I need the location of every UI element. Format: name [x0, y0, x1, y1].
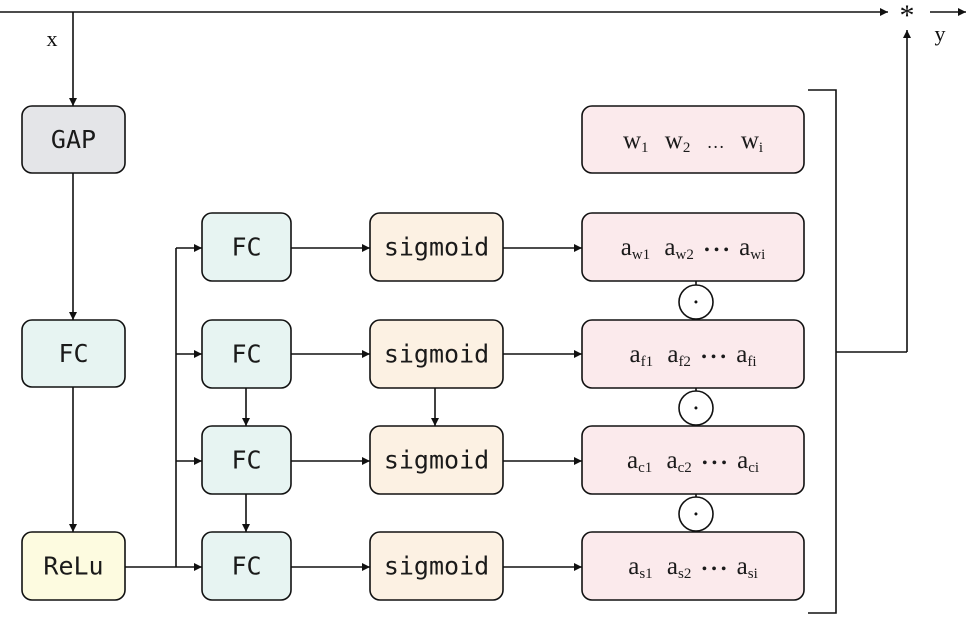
attention-vector-text-2: af1 af2 • • • afi	[629, 341, 756, 372]
sigmoid-block-2: sigmoid	[369, 319, 504, 389]
sigmoid-label-2: sigmoid	[384, 340, 489, 369]
sigmoid-box-3	[369, 425, 504, 495]
attention-vector-box-4	[581, 531, 805, 601]
weight-vector-text: w1 w2 … wi	[623, 127, 763, 158]
attention-term-c1-sub: c1	[638, 460, 652, 476]
attention-vector-box-3	[581, 425, 805, 495]
attention-term-w1-sub: w1	[632, 247, 650, 263]
relu-label: ReLu	[43, 552, 103, 581]
attention-term-ci-sub: ci	[748, 460, 759, 476]
attention-term-f2: a	[667, 341, 678, 368]
dot-product-symbol-1: ·	[692, 288, 701, 317]
attention-vector-block-2: af1 af2 • • • afi	[581, 319, 805, 389]
fc-block-2: FC	[201, 319, 292, 389]
fc-box-2	[201, 319, 292, 389]
gap-block: GAP	[21, 105, 126, 174]
weight-term-2-sub: 2	[683, 140, 691, 156]
weight-term-i: w	[741, 127, 759, 154]
attention-term-si: a	[737, 553, 748, 580]
fc-label-3: FC	[231, 446, 261, 475]
attention-term-w1: a	[621, 234, 632, 261]
attention-term-wi-sub: wi	[750, 247, 765, 263]
dot-product-circle-1	[678, 284, 714, 320]
dot-product-circle-3	[678, 496, 714, 532]
output-label: y	[935, 21, 946, 46]
attention-term-c1: a	[627, 447, 638, 474]
attention-vector-box-2	[581, 319, 805, 389]
fc-block-1: FC	[201, 212, 292, 282]
attention-term-f1-sub: f1	[641, 354, 654, 370]
weight-ellipsis: …	[707, 132, 725, 152]
attention-ellipsis-4: • • •	[702, 561, 727, 578]
attention-term-f2-sub: f2	[678, 354, 691, 370]
attention-term-si-sub: si	[748, 566, 758, 582]
dot-product-node-3: ·	[678, 496, 714, 532]
dot-product-node-1: ·	[678, 284, 714, 320]
attention-ellipsis-2: • • •	[701, 349, 726, 366]
attention-term-c2: a	[667, 447, 678, 474]
attention-term-ci: a	[737, 447, 748, 474]
gap-label: GAP	[51, 125, 96, 154]
attention-ellipsis-1: • • •	[704, 242, 729, 259]
weight-vector-box	[581, 105, 805, 174]
fc-box-1	[201, 212, 292, 282]
attention-term-w2-sub: w2	[676, 247, 694, 263]
attention-vector-box-1	[581, 212, 805, 282]
attention-term-wi: a	[739, 234, 750, 261]
sigmoid-block-1: sigmoid	[369, 212, 504, 282]
weight-term-2: w	[665, 127, 683, 154]
dot-product-symbol-2: ·	[692, 394, 701, 423]
gap-box	[21, 105, 126, 174]
attention-term-c2-sub: c2	[678, 460, 692, 476]
fc-block-3: FC	[201, 425, 292, 495]
attention-term-s2-sub: s2	[678, 566, 691, 582]
fc-label-4: FC	[231, 552, 261, 581]
sigmoid-box-4	[369, 531, 504, 601]
attention-term-s2: a	[667, 553, 678, 580]
input-label: x	[47, 26, 58, 51]
fc-label-1: FC	[231, 233, 261, 262]
sigmoid-block-3: sigmoid	[369, 425, 504, 495]
sigmoid-box-1	[369, 212, 504, 282]
attention-vector-block-4: as1 as2 • • • asi	[581, 531, 805, 601]
sigmoid-label-1: sigmoid	[384, 233, 489, 262]
sigmoid-block-4: sigmoid	[369, 531, 504, 601]
attention-term-s1: a	[628, 553, 639, 580]
fc-box-left	[21, 319, 126, 388]
attention-term-w2: a	[664, 234, 675, 261]
attention-term-fi-sub: fi	[747, 354, 756, 370]
attention-term-s1-sub: s1	[639, 566, 652, 582]
relu-block: ReLu	[21, 531, 126, 601]
fc-block-4: FC	[201, 531, 292, 601]
dot-product-circle-2	[678, 390, 714, 426]
fc-label-2: FC	[231, 340, 261, 369]
attention-vector-text-1: aw1 aw2 • • • awi	[621, 234, 766, 265]
attention-term-fi: a	[736, 341, 747, 368]
relu-box	[21, 531, 126, 601]
weight-term-1-sub: 1	[641, 140, 649, 156]
attention-term-f1: a	[629, 341, 640, 368]
multiply-symbol: *	[900, 0, 915, 32]
fc-block-left: FC	[21, 319, 126, 388]
fc-box-4	[201, 531, 292, 601]
right-bracket	[808, 89, 837, 614]
weight-term-i-sub: i	[759, 140, 763, 156]
connectors	[0, 8, 966, 614]
attention-vector-block-3: ac1 ac2 • • • aci	[581, 425, 805, 495]
fc-label-left: FC	[58, 339, 88, 368]
weight-vector-block: w1 w2 … wi	[581, 105, 805, 174]
attention-vector-text-3: ac1 ac2 • • • aci	[627, 447, 759, 478]
attention-ellipsis-3: • • •	[702, 455, 727, 472]
weight-term-1: w	[623, 127, 641, 154]
attention-vector-block-1: aw1 aw2 • • • awi	[581, 212, 805, 282]
sigmoid-label-4: sigmoid	[384, 552, 489, 581]
attention-vector-text-4: as1 as2 • • • asi	[628, 553, 758, 584]
dot-product-symbol-3: ·	[692, 500, 701, 529]
sigmoid-box-2	[369, 319, 504, 389]
fc-box-3	[201, 425, 292, 495]
sigmoid-label-3: sigmoid	[384, 446, 489, 475]
dot-product-node-2: ·	[678, 390, 714, 426]
